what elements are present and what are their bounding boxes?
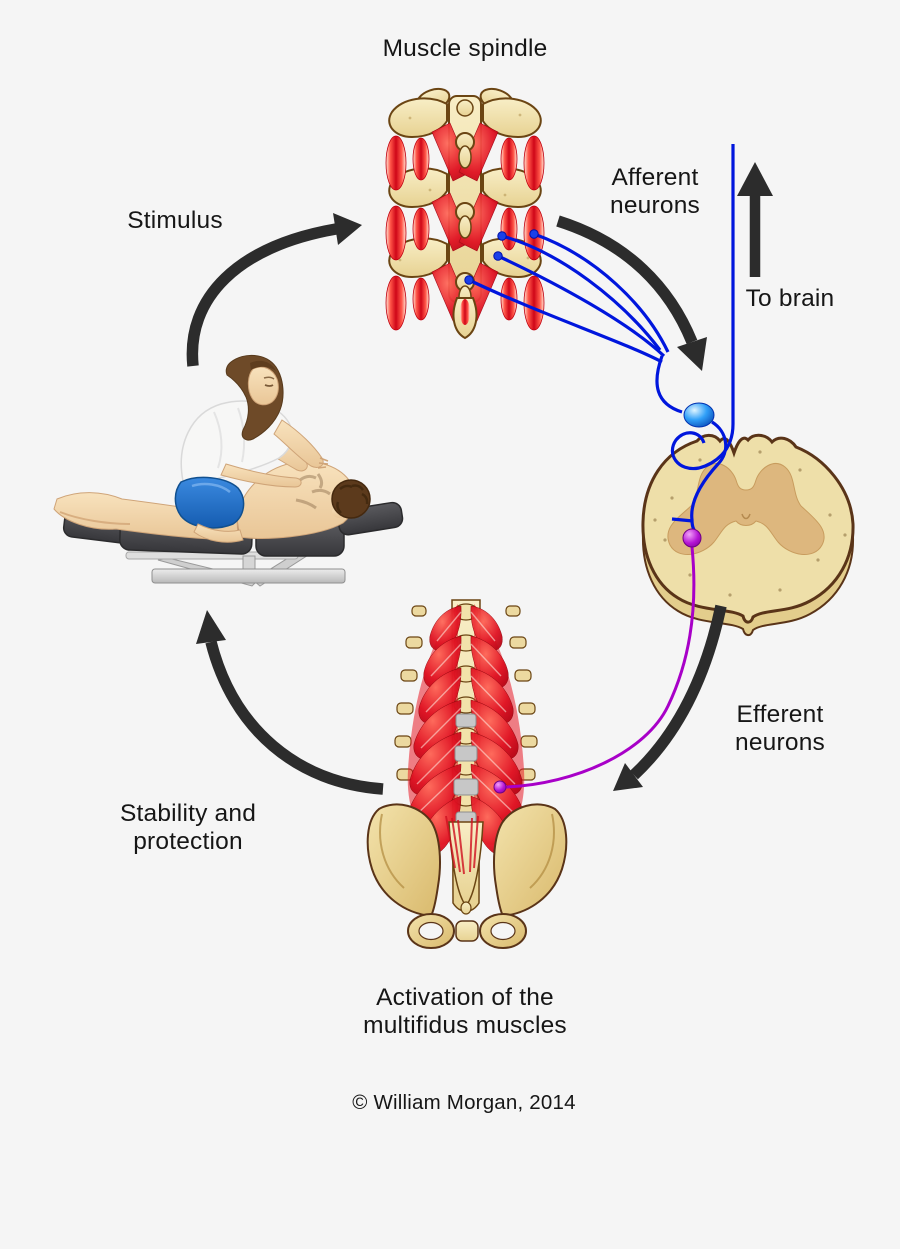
practitioner <box>174 354 329 543</box>
gray-matter-butterfly <box>667 463 825 555</box>
stimulus-treatment-illustration <box>53 354 404 587</box>
label-stimulus: Stimulus <box>127 207 223 234</box>
afferent-nerve-fibers <box>468 144 735 535</box>
neuromuscular-junction <box>493 780 507 794</box>
stimulus-arrow <box>186 213 362 367</box>
label-efferent-neurons: Efferent neurons <box>735 701 825 756</box>
efferent-motor-neuron <box>493 528 702 794</box>
motor-neuron-soma <box>682 528 702 548</box>
label-afferent-neurons: Afferent neurons <box>610 164 700 219</box>
dorsal-root-ganglion <box>683 402 715 428</box>
label-activation-multifidus: Activation of the multifidus muscles <box>363 984 567 1039</box>
afferent-pathway-arrow <box>556 215 707 371</box>
multifidus-pelvis-illustration <box>366 599 568 949</box>
label-muscle-spindle: Muscle spindle <box>382 35 548 62</box>
label-to-brain: To brain <box>745 285 835 312</box>
pelvis <box>366 803 568 949</box>
muscle-spindle-illustration <box>385 87 545 340</box>
to-brain-fiber <box>670 144 735 471</box>
nerve-ending-dots <box>464 229 539 285</box>
spinal-cord-cross-section <box>641 433 855 637</box>
copyright-credit: © William Morgan, 2014 <box>352 1091 576 1114</box>
patient-head <box>331 479 371 519</box>
to-brain-arrow <box>737 162 773 277</box>
stability-arrow <box>196 610 384 795</box>
efferent-pathway-arrow <box>613 604 727 791</box>
label-stability-protection: Stability and protection <box>119 800 257 855</box>
sacral-processes <box>453 713 479 826</box>
